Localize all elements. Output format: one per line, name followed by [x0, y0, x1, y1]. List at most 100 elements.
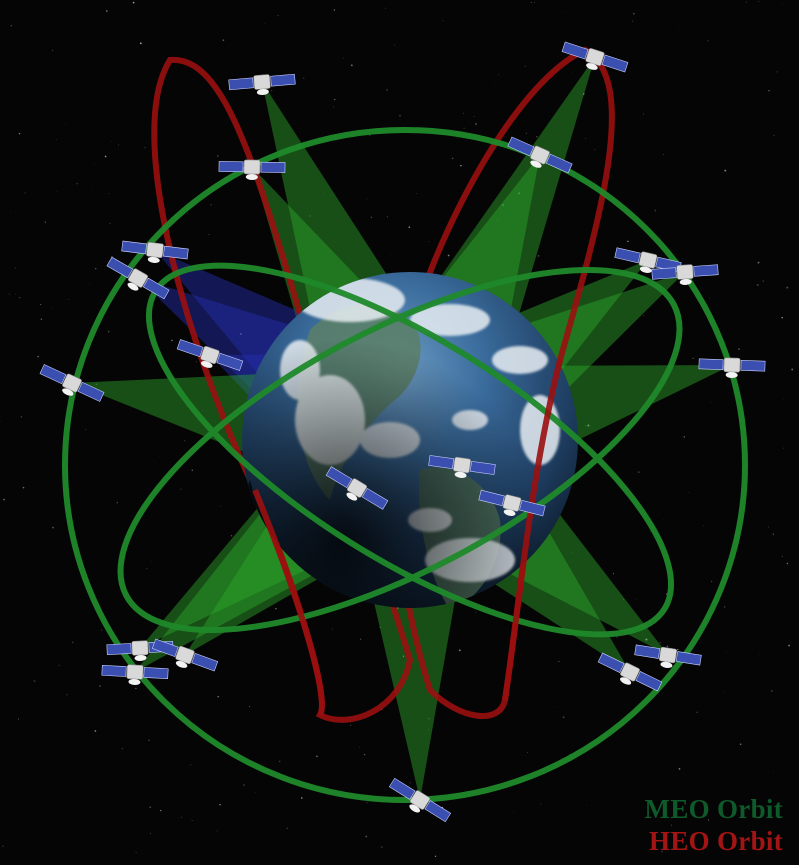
star [707, 40, 709, 42]
star [56, 139, 57, 140]
star [661, 850, 663, 853]
star [331, 628, 333, 630]
star [496, 219, 498, 221]
star [390, 253, 391, 255]
satellite-icon [101, 664, 169, 685]
star [696, 711, 698, 713]
satellite-icon [228, 73, 296, 95]
star [148, 739, 150, 741]
star [275, 608, 277, 610]
star [473, 116, 475, 118]
star [360, 638, 362, 640]
star [711, 580, 713, 582]
star [68, 299, 69, 300]
star [386, 89, 388, 91]
star [135, 687, 137, 690]
star [181, 816, 183, 818]
star [380, 846, 383, 849]
legend-heo-orbit: HEO Orbit [649, 826, 783, 856]
star [582, 93, 585, 95]
star [210, 203, 212, 206]
star [180, 488, 182, 490]
star [738, 348, 740, 350]
star [317, 233, 319, 235]
star [18, 718, 19, 720]
star [309, 215, 311, 217]
satellite-icon [39, 364, 105, 402]
star [739, 743, 742, 745]
star [757, 261, 760, 264]
star [111, 141, 112, 142]
star [20, 416, 23, 418]
star [384, 7, 386, 9]
star [76, 182, 79, 185]
star [217, 695, 220, 698]
heo-orbits-front [252, 359, 563, 717]
star [230, 535, 233, 537]
star [50, 307, 52, 308]
star [643, 315, 644, 316]
star [15, 293, 16, 295]
star [118, 144, 120, 146]
star [197, 652, 198, 653]
star [277, 15, 279, 17]
star [333, 106, 335, 108]
star [303, 77, 305, 79]
star [642, 113, 644, 115]
star [767, 526, 769, 528]
star [150, 833, 151, 834]
star [159, 456, 161, 457]
star [66, 694, 68, 696]
heo-orbit-left-front [252, 488, 325, 717]
star [692, 357, 694, 359]
star [703, 111, 705, 113]
star [627, 240, 629, 243]
star [460, 164, 462, 167]
star [678, 768, 681, 770]
star [350, 64, 353, 67]
star [540, 803, 542, 805]
star [22, 486, 25, 489]
satellite-icon [507, 136, 573, 174]
star [263, 23, 265, 25]
star [160, 809, 162, 812]
heo-orbit-right [391, 46, 615, 719]
star [106, 10, 108, 12]
star [394, 44, 396, 46]
star [178, 302, 179, 304]
star [773, 134, 775, 136]
star [104, 155, 107, 158]
satellite-icon [561, 41, 629, 73]
star [278, 760, 281, 763]
star [434, 855, 437, 858]
star [132, 1, 135, 4]
star [171, 339, 173, 342]
star [108, 193, 110, 195]
star [524, 65, 526, 67]
star [316, 755, 318, 758]
star [91, 190, 93, 191]
star [249, 706, 251, 708]
star [37, 355, 39, 358]
star [781, 4, 783, 5]
star [786, 562, 789, 565]
star [654, 209, 657, 212]
star [616, 636, 618, 638]
star [677, 648, 679, 651]
star [710, 401, 712, 403]
star [571, 71, 572, 73]
star [585, 138, 586, 139]
star [683, 436, 686, 438]
star [379, 626, 381, 628]
star [463, 112, 464, 114]
star [778, 153, 779, 154]
star [670, 824, 672, 826]
star [14, 267, 17, 269]
star [781, 316, 783, 319]
star [196, 361, 198, 363]
star [662, 153, 664, 155]
star [333, 9, 336, 11]
satellites [39, 41, 766, 823]
star [95, 268, 97, 270]
star [109, 222, 111, 225]
